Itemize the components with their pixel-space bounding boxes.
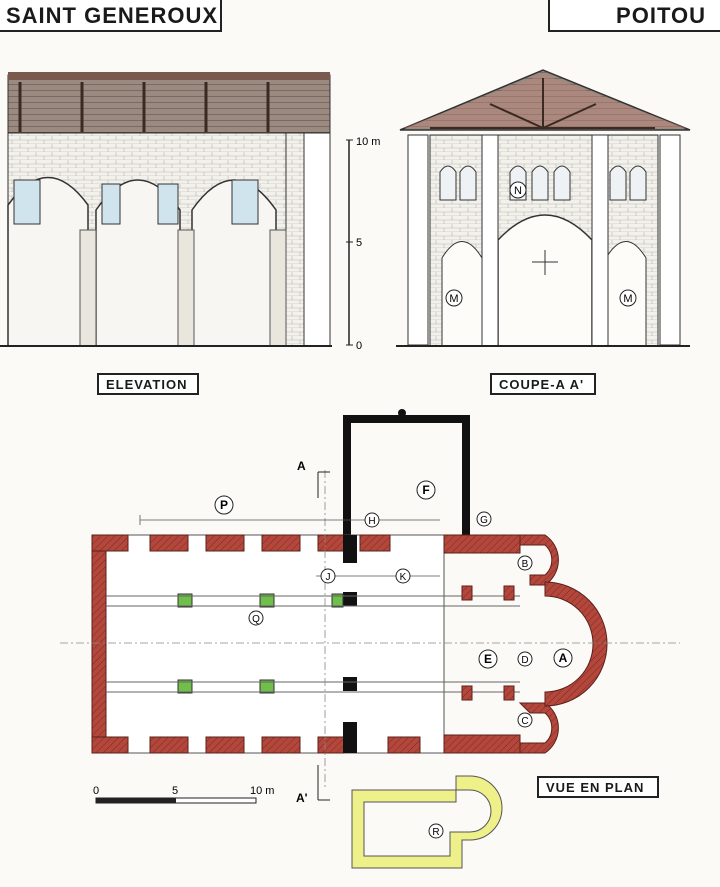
elevation-windows [13,179,259,225]
plan-tower-walls [343,415,470,535]
section-drawing: N M M [396,69,691,347]
elevation-roof-beam [8,72,330,80]
plan-caption: VUE EN PLAN [537,776,659,798]
plan-nave-floor [91,534,445,754]
elevation-scale-zero: 0 [356,340,362,352]
plan-scale-zero: 0 [93,785,99,797]
section-marker-a-prime: A' [296,791,308,805]
section-marker-a: A [297,459,306,473]
plan-label-g: G [480,515,488,526]
site-title: SAINT GENEROUX [0,0,222,32]
section-caption: COUPE-A A' [490,373,596,395]
plan-label-circles [214,480,573,839]
section-marker-m-left [445,289,463,307]
section-central-arch [497,214,593,347]
plan-north-apsidiole [519,534,559,586]
plan-axes [60,470,680,790]
section-marker-n [509,181,527,199]
plan-label-c: C [521,716,528,727]
elevation-caption: ELEVATION [97,373,199,395]
section-truss [430,78,655,129]
plan-label-b: B [522,559,529,570]
plan-south-apsidiole [518,702,559,754]
plan-choir-piers [461,585,515,701]
elevation-scale-ticks [346,139,353,346]
plan-nave-piers [177,593,344,694]
plan-dimension-lines [139,515,440,577]
plan-side-wall-segments [91,534,421,754]
section-left-aisle-wall [407,134,429,346]
plan-scale-bar-filled [96,798,176,803]
plan-choir-north-wall [443,534,521,554]
plan-scale-mid: 5 [172,785,178,797]
plan-label-a: A [559,651,568,665]
elevation-scale-mid: 5 [356,237,362,249]
section-right-aisle-wall [659,134,681,346]
elevation-piers [79,229,287,347]
section-roof [399,69,691,131]
plan-scale-end: 10 m [250,785,274,797]
elevation-scale-top: 10 m [356,136,380,148]
plan-label-r: R [432,827,439,838]
plan-drawing: A A' P F H G J K B Q D E A C R 0 5 10 m [60,409,680,869]
elevation-roof [7,74,331,134]
plan-label-h: H [368,516,375,527]
section-label-n: N [514,185,522,197]
plan-label-p: P [220,498,228,512]
section-label-m-right: M [623,293,632,305]
plan-main-apse [544,581,608,707]
elevation-drawing: 10 m 5 0 [0,72,380,352]
plan-tower-stair [398,409,406,417]
section-roof-fill [404,74,686,128]
plan-label-q: Q [252,614,260,625]
section-marker-m-right [619,289,637,307]
plan-label-f: F [422,483,429,497]
plan-choir-south-wall [443,734,521,754]
plan-label-k: K [400,572,407,583]
plan-west-wall [91,534,107,754]
plan-arcade-lines [106,595,520,693]
elevation-side-bay [285,132,305,347]
section-upper-windows [439,165,647,201]
section-buttresses [481,134,609,347]
elevation-trusses [18,82,270,132]
plan-label-e: E [484,652,492,666]
elevation-end-wall [303,132,331,347]
plan-label-d: D [521,655,528,666]
plan-label-j: J [326,572,331,583]
section-label-m-left: M [449,293,458,305]
region-title: POITOU [548,0,720,32]
plan-annex [351,775,503,869]
